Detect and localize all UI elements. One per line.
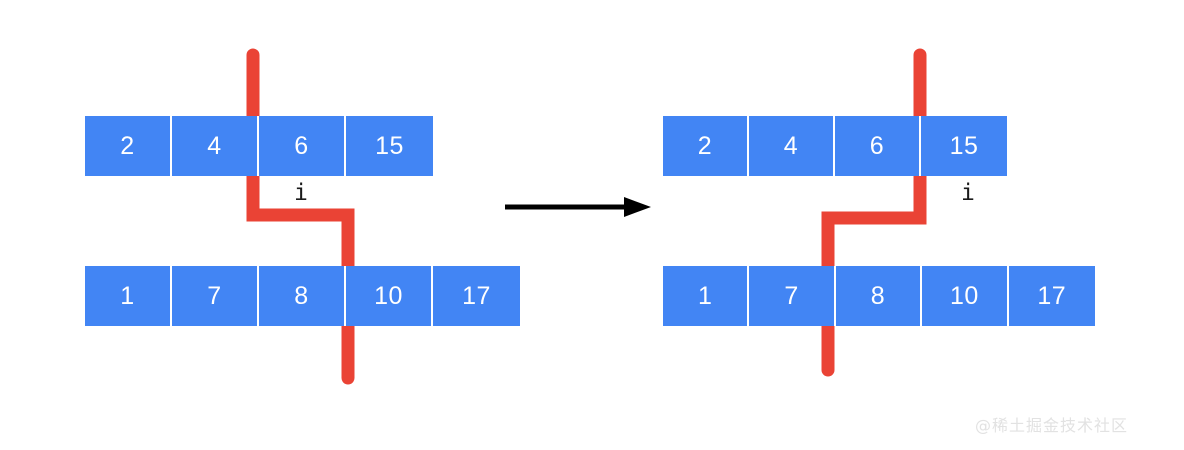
array-cell: 7: [749, 266, 836, 326]
array-cell-value: 4: [207, 131, 222, 160]
array-cell: 10: [346, 266, 433, 326]
array-cell: 1: [85, 266, 172, 326]
left-upper-array: 2 4 6 15: [85, 116, 433, 176]
right-pointer-label: i: [961, 180, 975, 206]
array-cell-value: 8: [294, 281, 309, 310]
array-cell-value: 15: [375, 131, 404, 160]
array-cell-value: 10: [374, 281, 403, 310]
array-cell: 17: [433, 266, 520, 326]
array-cell: 15: [346, 116, 433, 176]
array-cell: 15: [921, 116, 1007, 176]
transition-arrow: [505, 197, 651, 217]
array-cell-value: 2: [120, 131, 135, 160]
array-cell: 2: [85, 116, 172, 176]
array-cell: 2: [663, 116, 749, 176]
array-cell-value: 1: [120, 281, 135, 310]
array-cell: 6: [259, 116, 346, 176]
array-cell-value: 2: [697, 131, 713, 160]
array-cell-value: 4: [783, 131, 799, 160]
array-cell: 1: [663, 266, 750, 326]
array-cell-value: 17: [1037, 281, 1067, 310]
array-cell: 7: [172, 266, 259, 326]
array-cell: 8: [259, 266, 346, 326]
array-cell-value: 7: [207, 281, 222, 310]
array-cell-value: 8: [870, 281, 886, 310]
array-cell-value: 10: [949, 281, 979, 310]
array-cell-value: 17: [462, 281, 491, 310]
array-cell-value: 7: [784, 281, 799, 310]
array-cell: 10: [922, 266, 1009, 326]
array-cell-value: 6: [294, 131, 309, 160]
array-cell: 6: [835, 116, 921, 176]
right-upper-array: 2 4 6 15: [663, 116, 1007, 176]
array-cell-value: 15: [949, 131, 979, 160]
array-cell-value: 1: [697, 281, 713, 310]
array-cell: 4: [749, 116, 835, 176]
watermark: @稀土掘金技术社区: [975, 416, 1129, 435]
array-cell: 17: [1008, 266, 1095, 326]
array-cell: 8: [835, 266, 923, 326]
left-pointer-label: i: [294, 180, 308, 206]
array-cell-value: 6: [869, 131, 885, 160]
array-cell: 4: [172, 116, 259, 176]
